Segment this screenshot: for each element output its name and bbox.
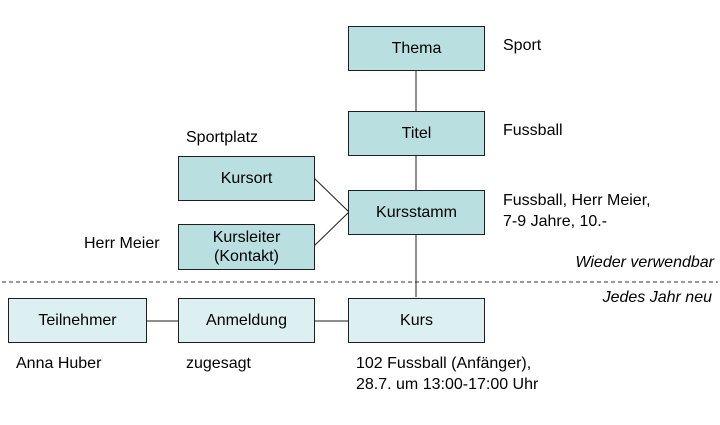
node-teilnehmer: Teilnehmer [8, 298, 147, 343]
note-kursort-value: Sportplatz [186, 129, 259, 146]
note-kursstamm-value-line2: 7-9 Jahre, 10.- [503, 213, 608, 230]
node-titel: Titel [348, 111, 485, 156]
note-kursleiter-value: Herr Meier [84, 235, 160, 252]
note-anmeldung-value: zugesagt [186, 355, 251, 372]
note-kursstamm-value-line1: Fussball, Herr Meier, [503, 192, 651, 209]
node-anmeldung: Anmeldung [178, 298, 315, 343]
note-kurs-value-line2: 28.7. um 13:00-17:00 Uhr [356, 376, 539, 393]
note-teilnehmer-value: Anna Huber [16, 355, 102, 372]
divider-label-reusable: Wieder verwendbar [575, 254, 714, 271]
note-kurs-value-line1: 102 Fussball (Anfänger), [356, 355, 532, 372]
note-titel-value: Fussball [503, 122, 563, 139]
node-kursort: Kursort [178, 156, 315, 201]
connector-kursleiter-kursstamm [313, 211, 350, 247]
node-kursstamm: Kursstamm [348, 190, 485, 235]
connector-kursort-kursstamm [313, 177, 350, 213]
note-thema-value: Sport [503, 37, 542, 54]
node-thema: Thema [348, 26, 485, 71]
node-kurs: Kurs [348, 298, 485, 343]
divider-label-yearly: Jedes Jahr neu [602, 289, 712, 306]
node-kursleiter: Kursleiter (Kontakt) [178, 224, 315, 270]
